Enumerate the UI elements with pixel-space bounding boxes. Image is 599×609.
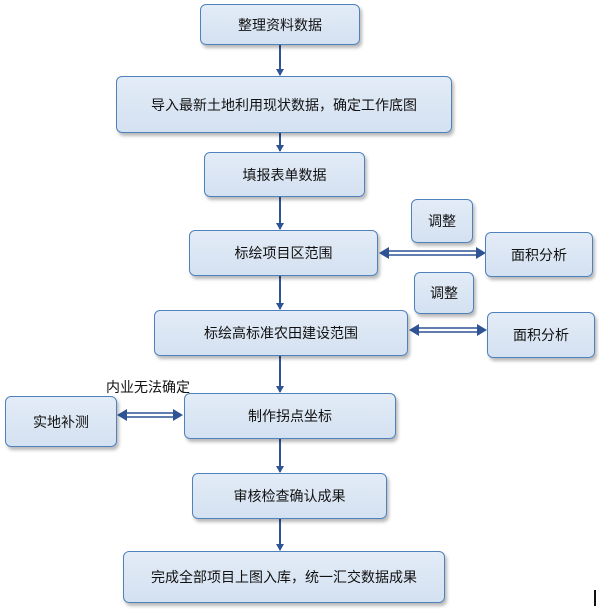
double-arrow-project-area-analysis xyxy=(379,247,486,259)
node-organize-data: 整理资料数据 xyxy=(200,4,360,45)
label-office-undetermined: 内业无法确定 xyxy=(106,380,190,396)
node-draw-farmland-area: 标绘高标准农田建设范围 xyxy=(154,310,408,356)
node-area-analysis-2: 面积分析 xyxy=(487,312,595,358)
node-adjust-1: 调整 xyxy=(411,199,473,243)
double-arrow-survey-coords xyxy=(117,409,183,421)
node-field-survey: 实地补测 xyxy=(5,396,117,447)
node-area-analysis-1: 面积分析 xyxy=(485,232,593,277)
node-adjust-2: 调整 xyxy=(414,272,474,314)
node-make-corner-coords: 制作拐点坐标 xyxy=(184,393,396,439)
double-arrow-farmland-area-analysis xyxy=(409,324,487,336)
node-review-confirm: 审核检查确认成果 xyxy=(192,473,387,519)
node-fill-forms: 填报表单数据 xyxy=(204,152,365,197)
node-draw-project-area: 标绘项目区范围 xyxy=(189,230,378,276)
node-complete-upload: 完成全部项目上图入库，统一汇交数据成果 xyxy=(123,551,445,603)
node-import-base-map: 导入最新土地利用现状数据，确定工作底图 xyxy=(116,76,452,133)
text-cursor xyxy=(594,590,596,606)
